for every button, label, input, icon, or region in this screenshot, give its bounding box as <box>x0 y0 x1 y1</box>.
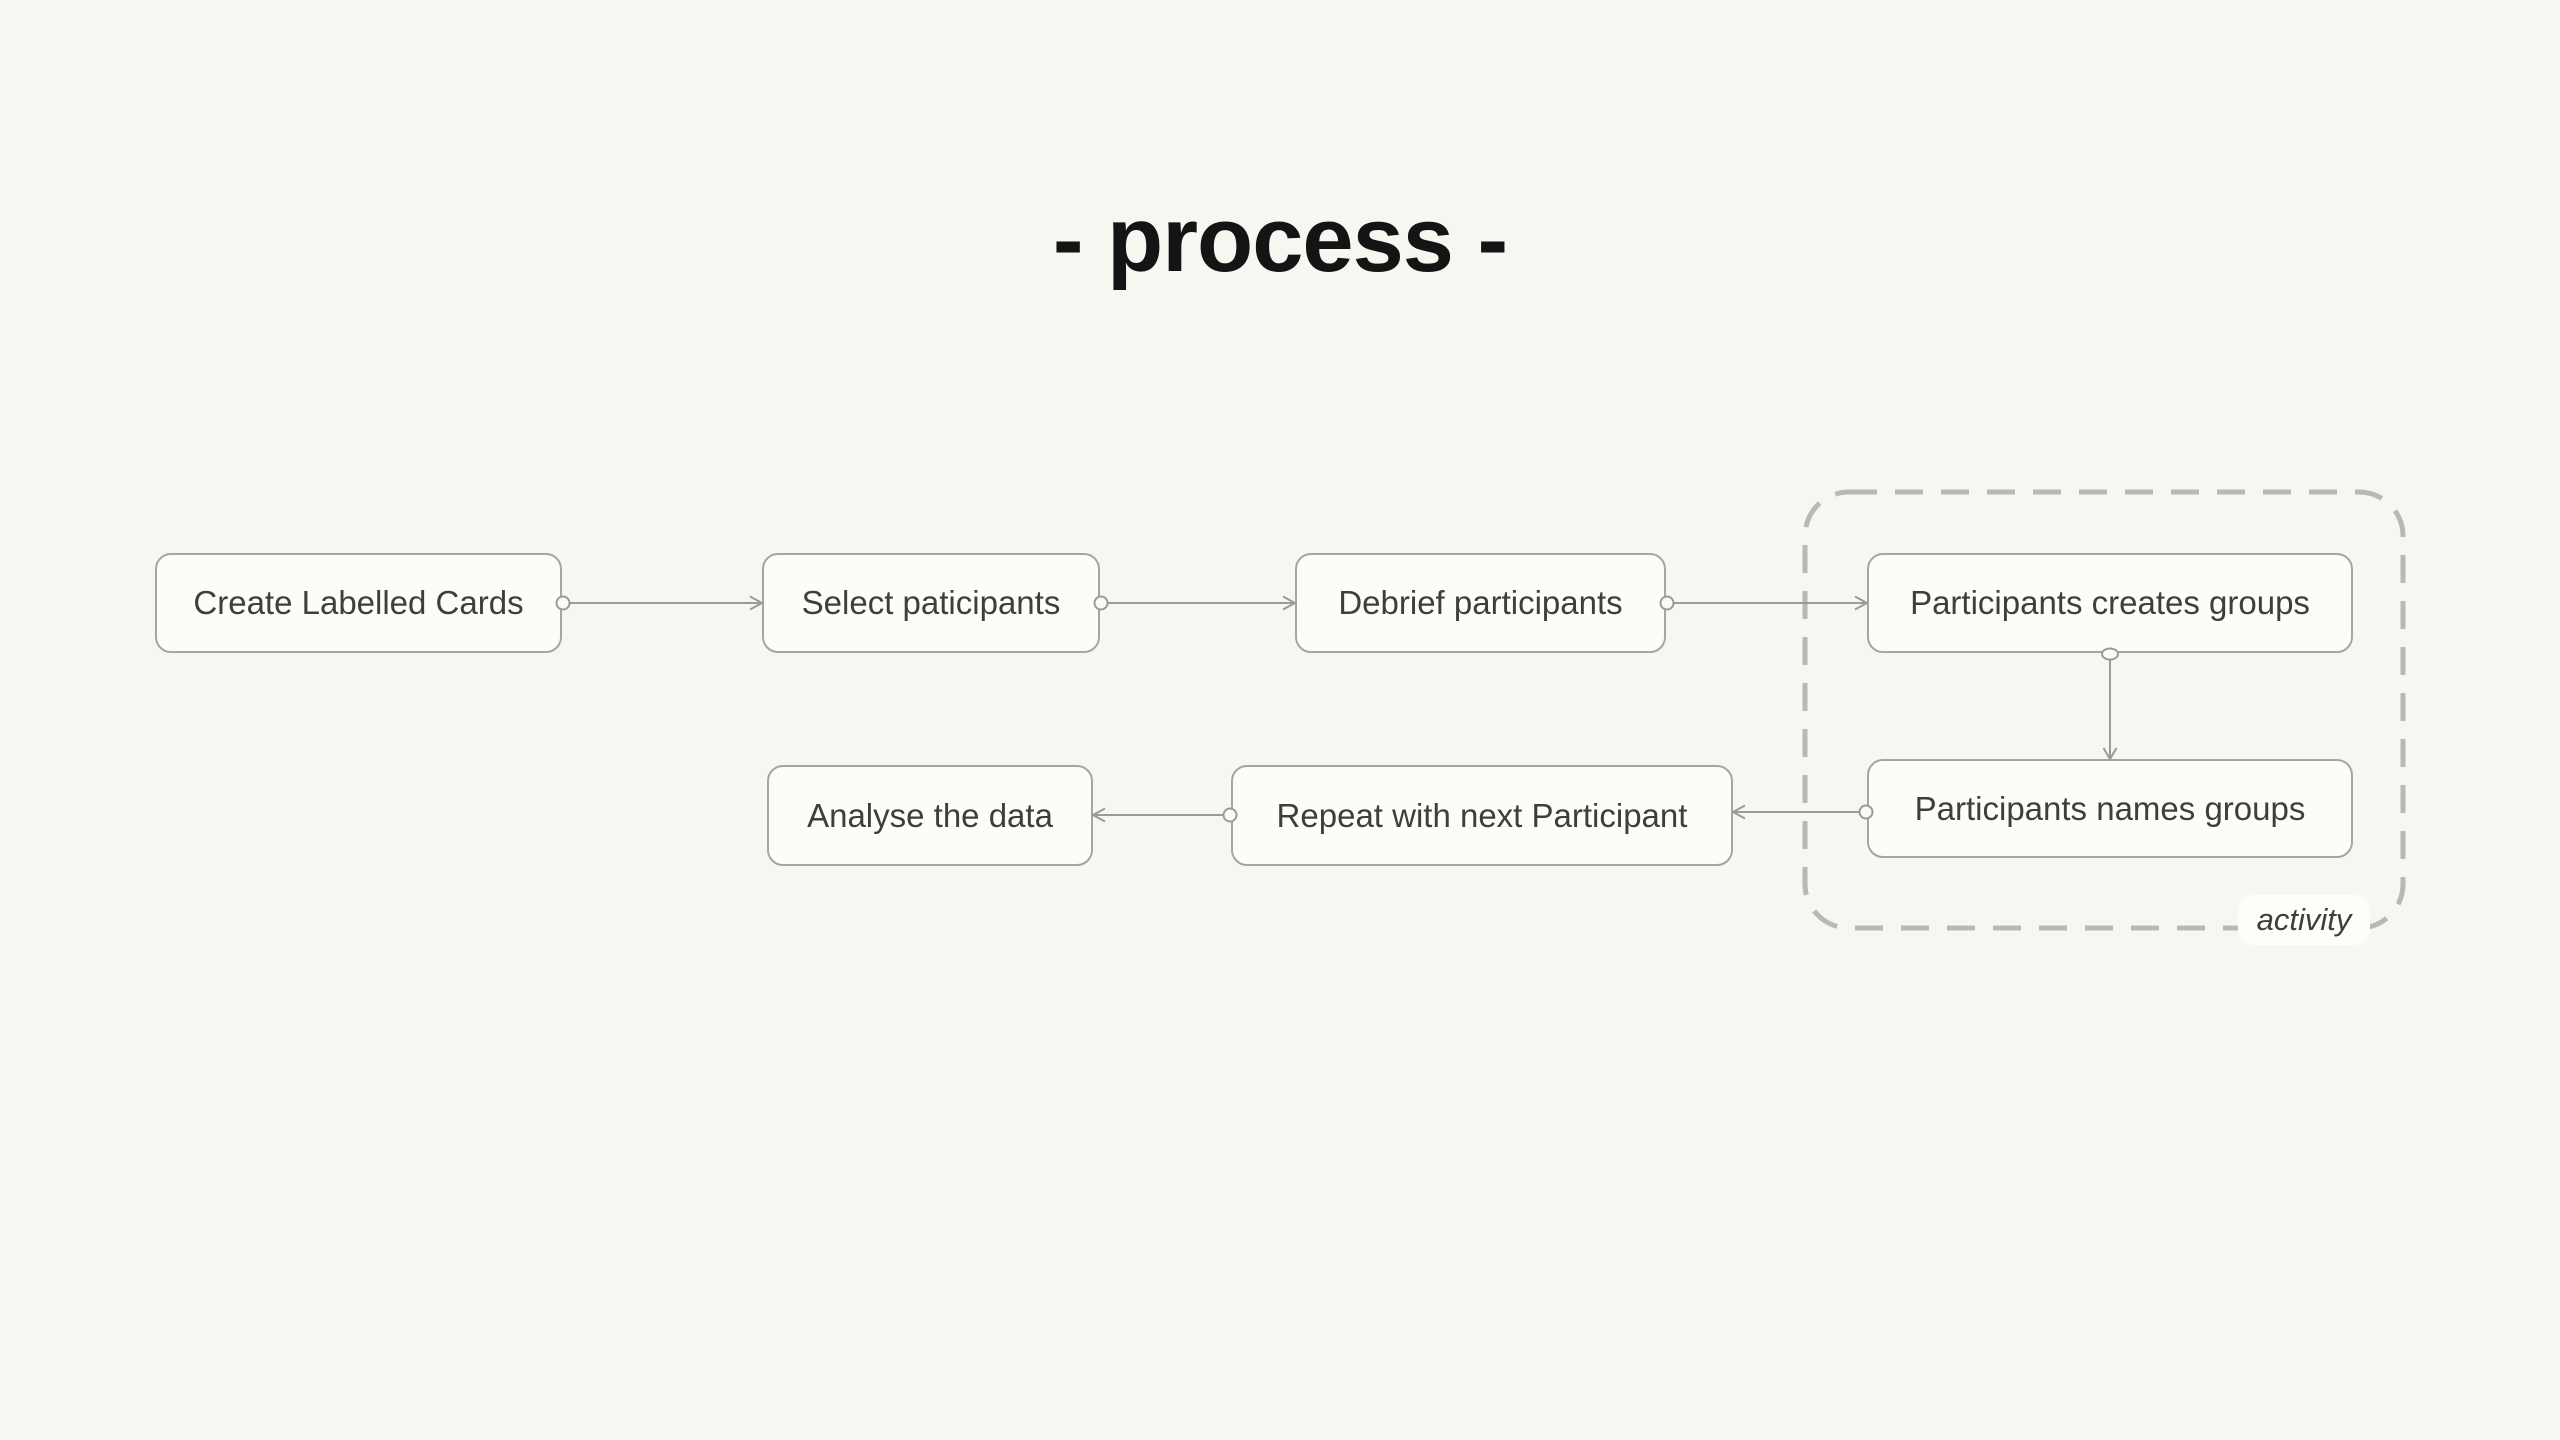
activity-group-outline <box>1802 489 2406 931</box>
node-label: Repeat with next Participant <box>1276 796 1688 834</box>
node-analyse-the-data[interactable]: Analyse the data <box>767 765 1093 866</box>
activity-group-label-text: activity <box>2256 902 2352 937</box>
node-select-participants[interactable]: Select paticipants <box>762 553 1100 653</box>
node-label: Select paticipants <box>801 584 1061 621</box>
node-participants-names-groups[interactable]: Participants names groups <box>1867 759 2353 858</box>
node-repeat-with-next-participant[interactable]: Repeat with next Participant <box>1231 765 1733 866</box>
node-label: Participants names groups <box>1914 789 2306 827</box>
activity-group-label[interactable]: activity <box>2238 895 2370 945</box>
page-title: - process - <box>1052 189 1508 291</box>
node-label: Create Labelled Cards <box>193 584 524 621</box>
node-label: Analyse the data <box>807 796 1053 834</box>
node-participants-creates-groups[interactable]: Participants creates groups <box>1867 553 2353 653</box>
node-debrief-participants[interactable]: Debrief participants <box>1295 553 1666 653</box>
node-label: Debrief participants <box>1338 584 1623 621</box>
node-create-labelled-cards[interactable]: Create Labelled Cards <box>155 553 562 653</box>
node-label: Participants creates groups <box>1910 584 2310 621</box>
